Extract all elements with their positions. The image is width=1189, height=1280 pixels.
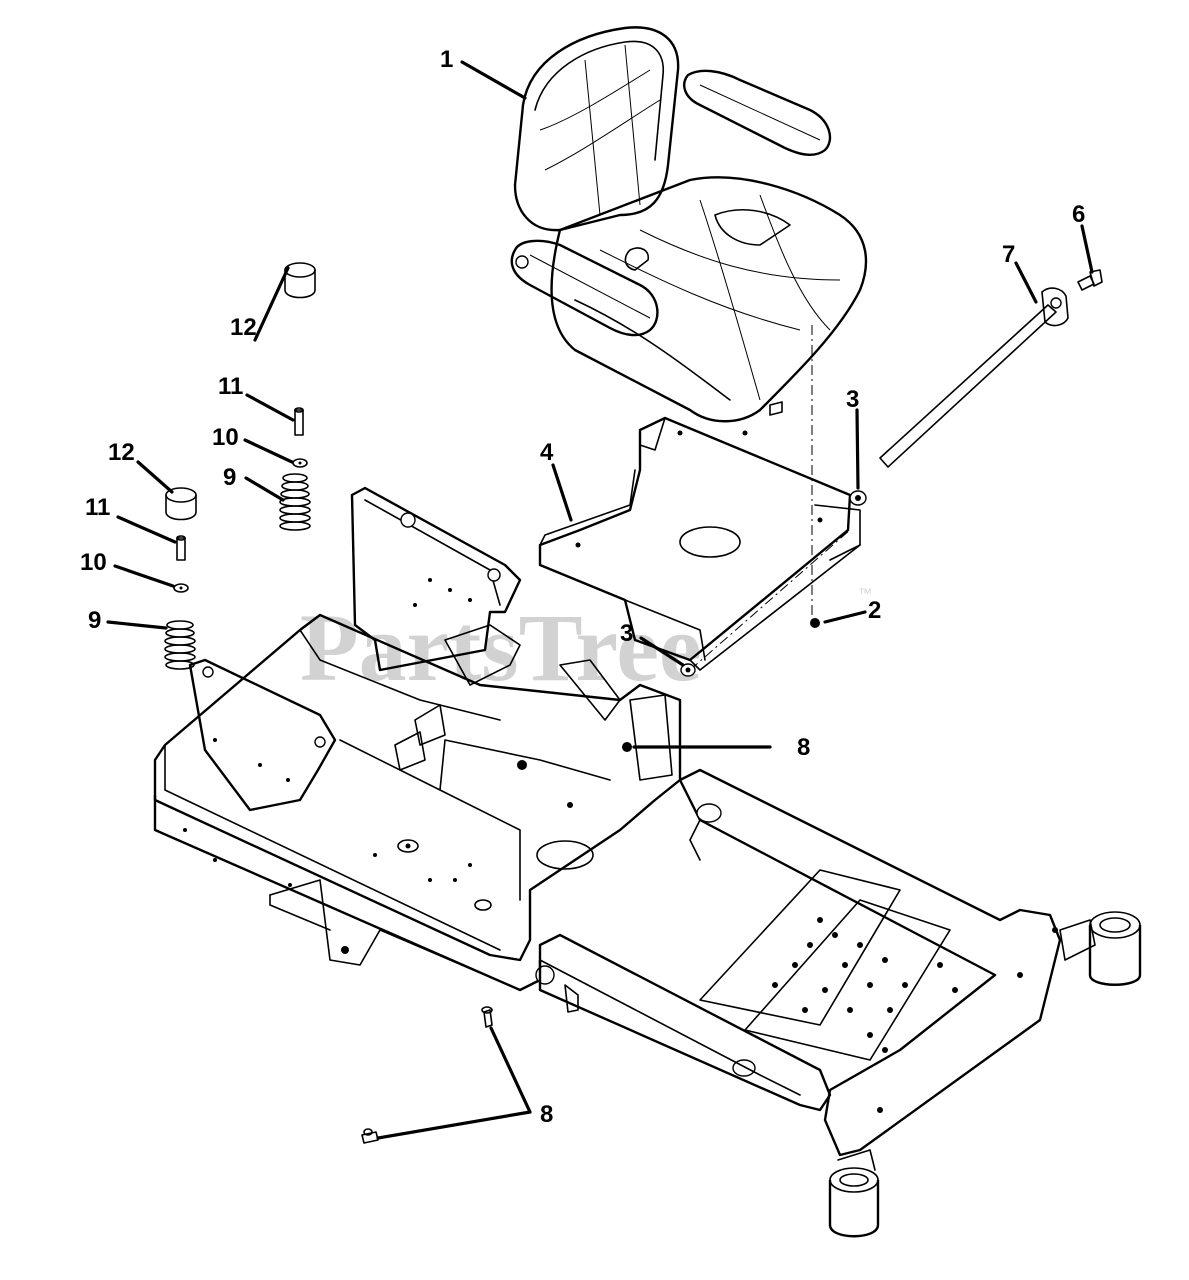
callout-12b[interactable]: 12 xyxy=(108,439,174,494)
callout-5-label: 7 xyxy=(1002,241,1015,268)
washer-lower[interactable] xyxy=(173,583,189,593)
callout-11a[interactable]: 11 xyxy=(218,373,295,422)
callout-7-label: 8 xyxy=(797,734,810,761)
cross-plate-holes xyxy=(772,917,1058,1113)
callout-2[interactable]: 2 xyxy=(823,597,881,624)
pin-upper[interactable] xyxy=(294,407,304,436)
callout-12a-label: 12 xyxy=(230,314,257,341)
callout-8[interactable]: 8 xyxy=(376,1026,553,1140)
callout-10a[interactable]: 10 xyxy=(212,424,294,464)
pivot-rod[interactable] xyxy=(879,287,1069,468)
callout-6-label: 6 xyxy=(1072,201,1085,228)
callout-9b-label: 9 xyxy=(88,607,101,634)
callout-4-label: 4 xyxy=(540,439,554,466)
bolt-8-lower[interactable] xyxy=(361,1128,379,1144)
alignment-line-2 xyxy=(689,529,851,671)
callout-5[interactable]: 7 xyxy=(1002,241,1038,304)
nut-7[interactable] xyxy=(622,742,632,752)
callout-12a[interactable]: 12 xyxy=(230,266,290,342)
bumper-lower[interactable] xyxy=(165,487,197,521)
callout-9a[interactable]: 9 xyxy=(223,464,285,502)
callout-1-label: 1 xyxy=(440,46,453,73)
bushing-lower[interactable] xyxy=(680,663,696,677)
callout-6[interactable]: 6 xyxy=(1072,201,1094,274)
callout-10a-label: 10 xyxy=(212,424,239,451)
callout-12b-label: 12 xyxy=(108,439,135,466)
watermark-trademark: ™ xyxy=(858,585,872,601)
callout-11a-label: 11 xyxy=(218,373,243,400)
callout-11b-label: 11 xyxy=(85,494,110,521)
spring-upper[interactable] xyxy=(279,473,311,531)
callout-8-label: 8 xyxy=(540,1101,553,1128)
callout-9a-label: 9 xyxy=(223,464,236,491)
callout-4[interactable]: 4 xyxy=(540,439,573,522)
callout-10b[interactable]: 10 xyxy=(80,549,175,588)
callout-3a[interactable]: 3 xyxy=(846,386,860,490)
callout-7[interactable]: 8 xyxy=(632,734,810,761)
callout-3b[interactable]: 3 xyxy=(620,620,685,667)
callout-9b[interactable]: 9 xyxy=(88,607,168,634)
callout-10b-label: 10 xyxy=(80,549,107,576)
callout-3a-label: 3 xyxy=(846,386,859,413)
seat[interactable] xyxy=(510,26,868,423)
bolt-8-upper[interactable] xyxy=(481,1006,493,1028)
callout-2-label: 2 xyxy=(868,597,881,624)
callout-1[interactable]: 1 xyxy=(440,46,527,100)
pin-lower[interactable] xyxy=(176,535,186,561)
nut[interactable] xyxy=(810,618,820,628)
bolt[interactable] xyxy=(1077,269,1103,291)
bumper-upper[interactable] xyxy=(284,262,316,299)
callout-3b-label: 3 xyxy=(620,620,633,647)
frame[interactable] xyxy=(153,486,1142,1238)
washer-upper[interactable] xyxy=(292,458,308,468)
spring-lower[interactable] xyxy=(164,620,196,670)
callout-11b[interactable]: 11 xyxy=(85,494,177,544)
bushing-upper[interactable] xyxy=(849,490,867,506)
